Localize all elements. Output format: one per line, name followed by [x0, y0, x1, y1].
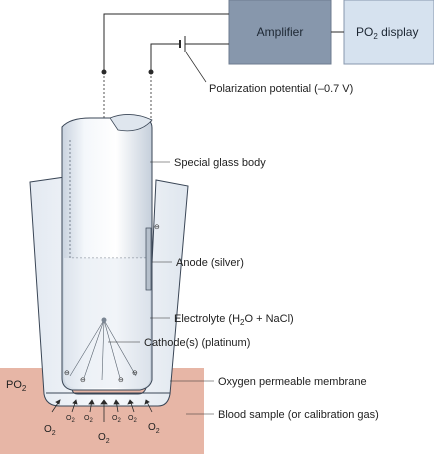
cathode-minus-4: ⊖	[132, 370, 138, 377]
oxygen-label-2: O2	[66, 415, 75, 424]
electrolyte-fill	[64, 258, 150, 388]
cathode-minus-3: ⊖	[118, 377, 124, 384]
oxygen-label-7: O2	[148, 422, 160, 435]
anode-terminal	[148, 69, 154, 75]
cathode-label: Cathode(s) (platinum)	[144, 337, 250, 349]
cathode-wire	[103, 13, 229, 72]
glass-body-curl	[109, 114, 153, 132]
oxygen-label-4: O2	[98, 432, 110, 445]
cathode-minus-2: ⊖	[80, 377, 86, 384]
oxygen-label-3: O2	[84, 415, 93, 424]
cathode-junction	[101, 317, 107, 323]
amplifier-label: Amplifier	[257, 25, 304, 39]
anode-minus: ⊖	[154, 224, 160, 231]
anode-label: Anode (silver)	[176, 257, 244, 269]
oxygen-label-5: O2	[112, 415, 121, 424]
membrane-label: Oxygen permeable membrane	[218, 376, 367, 388]
oxygen-label-6: O2	[128, 415, 137, 424]
polarization-label: Polarization potential (–0.7 V)	[209, 83, 353, 95]
cathode-minus-1: ⊖	[64, 370, 70, 377]
anode-wire	[150, 43, 180, 72]
oxygen-label-1: O2	[44, 424, 56, 437]
polarization-leader	[185, 51, 207, 83]
anode-strip	[145, 227, 152, 291]
amplifier-box	[228, 0, 332, 65]
blood-label: Blood sample (or calibration gas)	[218, 409, 379, 421]
po2-display-label: PO2 display	[356, 25, 418, 41]
cathode-terminal	[101, 69, 107, 75]
electrolyte-label: Electrolyte (H2O + NaCl)	[174, 313, 294, 327]
glass-body-label: Special glass body	[174, 157, 266, 169]
cathode-wires	[69, 319, 137, 381]
po2-sample-label: PO2	[6, 379, 27, 393]
oxygen-arrows	[51, 399, 153, 422]
